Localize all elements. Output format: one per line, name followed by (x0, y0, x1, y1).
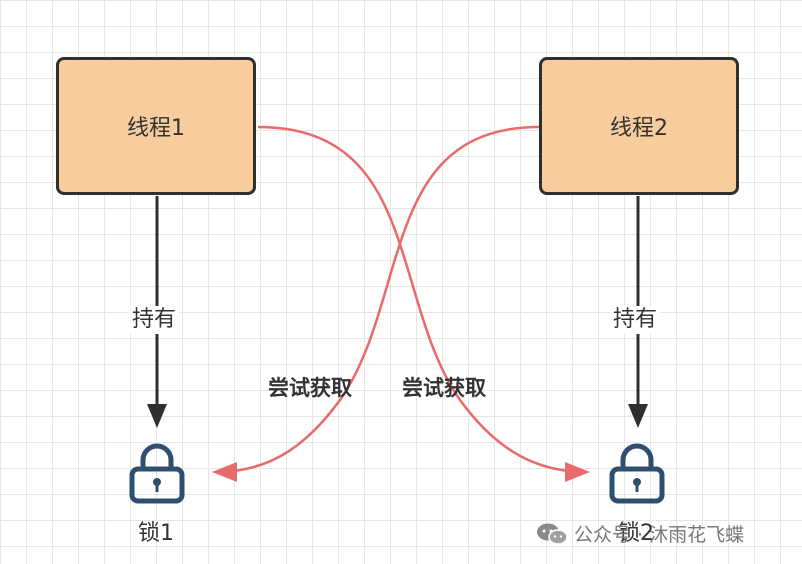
hold-label-2: 持有 (610, 306, 661, 334)
thread-2-box[interactable]: 线程2 (539, 57, 739, 195)
thread-1-box[interactable]: 线程1 (56, 57, 256, 195)
try-acquire-arrowhead-2 (212, 462, 237, 482)
watermark-text: 公众号 · 沐雨花飞蝶 (574, 524, 745, 546)
try-acquire-label-2: 尝试获取 (402, 376, 486, 400)
try-acquire-arrowhead-1 (565, 462, 590, 482)
lock-2-label: 锁2 (618, 521, 654, 546)
thread-2-label: 线程2 (610, 116, 668, 141)
hold-arrowhead-2 (628, 404, 648, 428)
hold-arrowhead-1 (147, 404, 167, 428)
try-acquire-curve-2 (221, 125, 540, 474)
watermark: 公众号 · 沐雨花飞蝶 (536, 520, 744, 547)
hold-label-1: 持有 (129, 306, 180, 334)
lock-1-label: 锁1 (138, 521, 174, 546)
lock-icon[interactable] (608, 442, 666, 504)
thread-1-label: 线程1 (127, 116, 185, 141)
try-acquire-curve-1 (257, 125, 581, 474)
lock-icon[interactable] (128, 442, 186, 504)
try-acquire-label-1: 尝试获取 (268, 376, 352, 400)
wechat-icon (537, 523, 568, 545)
